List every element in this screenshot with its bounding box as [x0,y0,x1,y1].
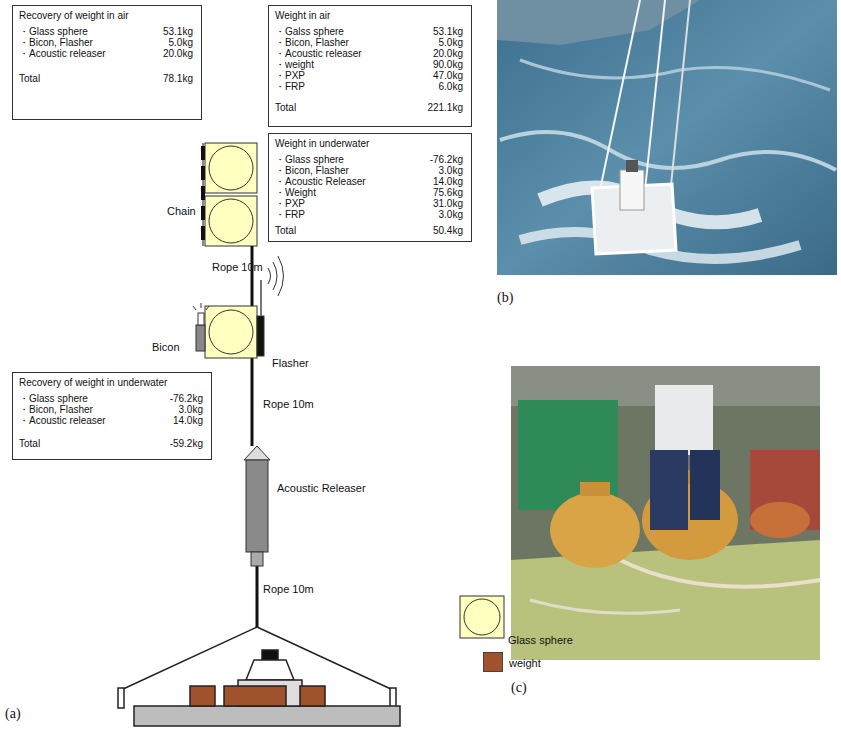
item-weight: 20.0kg [163,48,193,59]
item-weight: 5.0kg [163,37,193,48]
instrument-frame [118,627,400,726]
item-name: ・Acoustic Releaser [275,176,366,187]
item-weight: 5.0kg [427,37,463,48]
item-weight: 47.0kg [427,70,463,81]
item-name: ・Acoustic releaser [19,415,111,426]
item-name: Total [19,438,111,449]
item-weight: -59.2kg [164,438,203,449]
weight-table-box: Weight in underwater ・Glass sphere -76.2kg… [268,133,472,242]
item-weight: 14.0kg [430,176,463,187]
item-name: ・FRP [275,81,362,92]
part-label: Acoustic Releaser [277,482,366,494]
item-weight: 3.0kg [430,209,463,220]
chain-links [201,143,205,246]
item-weight: 90.0kg [427,59,463,70]
item-name: ・Glass sphere [19,393,111,404]
item-weight: 75.6kg [430,187,463,198]
item-name: Total [275,225,366,236]
item-weight: 14.0kg [164,415,203,426]
panel-label: (a) [5,706,21,722]
item-name: Total [19,73,106,84]
part-label: Flasher [272,357,309,369]
photo-b [497,0,837,275]
item-name: ・Bicon, Flasher [19,404,111,415]
item-name: ・Galss sphere [275,26,362,37]
item-name: ・weight [275,59,362,70]
item-weight: -76.2kg [430,154,463,165]
item-weight: 6.0kg [427,81,463,92]
weight-table-box: Weight in air ・Galss sphere 53.1kg ・Bicon, … [268,5,472,127]
item-name: Total [275,102,362,113]
panel-label: (c) [511,680,527,696]
rope-length: Rope 10m [263,398,314,410]
table-heading: Recovery of weight in air [19,10,193,21]
table-heading: Weight in air [275,10,463,21]
panel-label: (b) [497,290,513,306]
item-weight: 3.0kg [164,404,203,415]
item-weight: 20.0kg [427,48,463,59]
weight-table-box: Recovery of weight in air ・Glass sphere 53… [12,5,202,120]
legend-swatch [483,652,503,672]
item-name: ・PXP [275,70,362,81]
legend-text: Glass sphere [508,634,573,646]
item-name: ・PXP [275,198,366,209]
part-label: Bicon [152,341,180,353]
photo-c [511,366,820,660]
part-label: Chain [167,205,196,217]
item-name: ・Bicon, Flasher [19,37,106,48]
item-weight: 221.1kg [427,102,463,113]
weight-table-box: Recovery of weight in underwater ・Glass s… [12,372,212,460]
item-name: ・Weight [275,187,366,198]
table-heading: Recovery of weight in underwater [19,377,203,388]
item-name: ・FRP [275,209,366,220]
acoustic-releaser [244,446,270,566]
item-name: ・Bicon, Flasher [275,37,362,48]
item-weight: -76.2kg [164,393,203,404]
item-weight: 31.0kg [430,198,463,209]
item-weight: 78.1kg [163,73,193,84]
table-heading: Weight in underwater [275,138,463,149]
item-weight: 3.0kg [430,165,463,176]
rope-length: Rope 10m [212,261,263,273]
item-name: ・Acoustic releaser [19,48,106,59]
rope-lines [252,246,257,627]
rope-length: Rope 10m [263,583,314,595]
legend-text: weight [509,657,541,669]
glass-sphere-string [205,143,257,246]
item-name: ・Glass sphere [275,154,366,165]
item-weight: 50.4kg [430,225,463,236]
item-weight: 53.1kg [427,26,463,37]
item-name: ・Acoustic releaser [275,48,362,59]
item-weight: 53.1kg [163,26,193,37]
glass-sphere-legend-sample [460,596,504,638]
item-name: ・Bicon, Flasher [275,165,366,176]
bicon-flasher-float [193,256,284,358]
item-name: ・Glass sphere [19,26,106,37]
